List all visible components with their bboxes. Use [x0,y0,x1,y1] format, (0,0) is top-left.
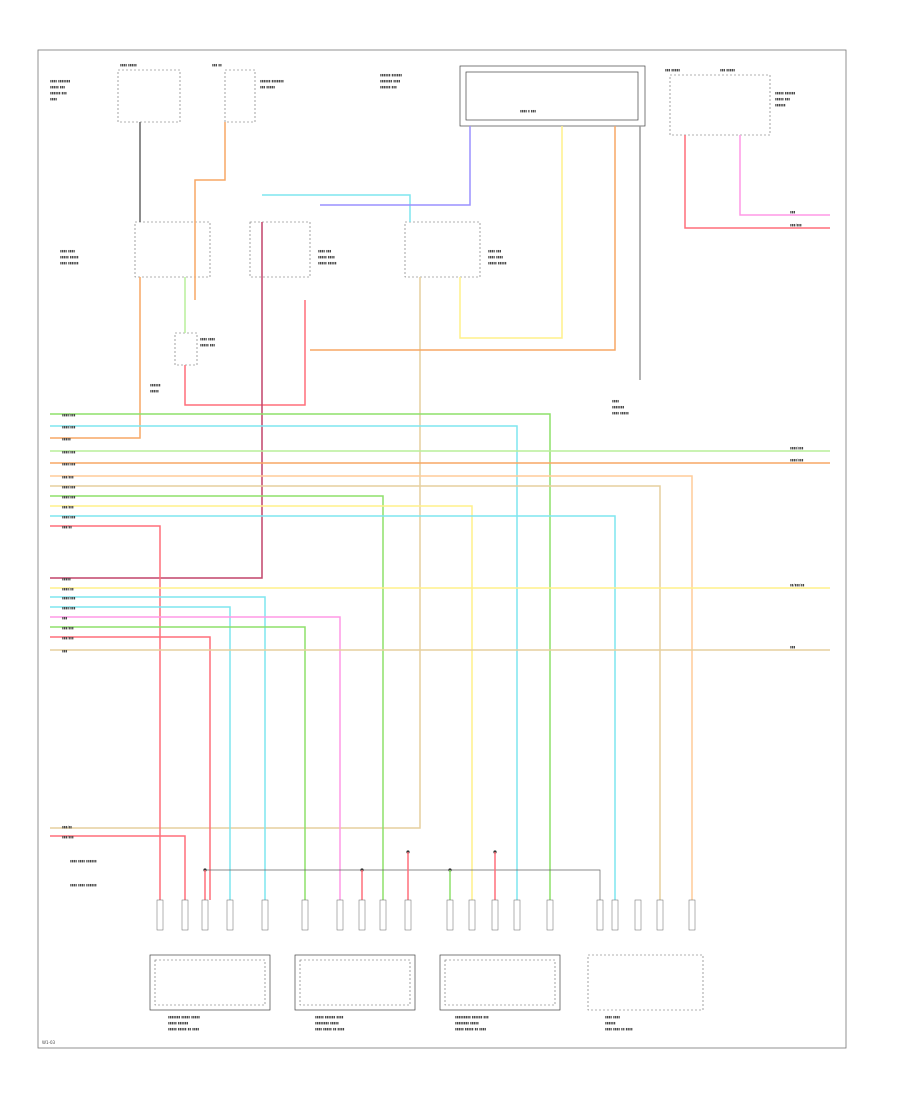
svg-text:▮▮▮ ▮▮▮▮▮: ▮▮▮ ▮▮▮▮▮ [720,68,735,72]
svg-text:▮▮▮▮▮▮: ▮▮▮▮▮▮ [150,383,161,387]
bus-labels-left: ▮▮▮▮/▮▮▮ ▮▮▮▮/▮▮▮ ▮▮▮▮▮ ▮▮▮▮/▮▮▮ ▮▮▮▮/▮▮… [62,413,76,839]
svg-text:▮▮▮▮/▮▮▮: ▮▮▮▮/▮▮▮ [790,458,804,462]
top-module-box: ▮▮▮▮▮▮ ▮▮▮▮▮▮ ▮▮▮▮▮▮▮ ▮▮▮▮ ▮▮▮▮▮▮ ▮▮▮ ▮▮… [380,65,646,127]
svg-text:▮▮▮▮/▮▮▮: ▮▮▮▮/▮▮▮ [62,425,76,429]
svg-text:▮▮▮▮ ▮▮▮▮▮▮▮: ▮▮▮▮ ▮▮▮▮▮▮▮ [50,79,71,83]
svg-text:▮▮▮: ▮▮▮ [62,649,68,653]
svg-text:▮▮▮▮: ▮▮▮▮ [612,399,619,403]
svg-text:▮▮▮ ▮▮: ▮▮▮ ▮▮ [212,63,222,67]
svg-text:▮▮▮▮▮▮▮▮ ▮▮▮▮▮: ▮▮▮▮▮▮▮▮ ▮▮▮▮▮ [455,1021,479,1025]
svg-text:▮▮▮▮▮ ▮▮▮: ▮▮▮▮▮ ▮▮▮ [200,343,215,347]
svg-text:▮▮▮▮▮ ▮▮▮▮▮▮: ▮▮▮▮▮ ▮▮▮▮▮▮ [775,91,796,95]
svg-text:▮▮▮▮ ▮▮▮▮▮: ▮▮▮▮ ▮▮▮▮▮ [120,63,137,67]
svg-text:▮▮▮▮/▮▮▮: ▮▮▮▮/▮▮▮ [62,450,76,454]
svg-text:▮▮▮▮ ▮▮▮▮ ▮▮ ▮▮▮▮: ▮▮▮▮ ▮▮▮▮ ▮▮ ▮▮▮▮ [605,1027,633,1031]
top-wires [50,122,830,829]
svg-text:▮▮▮▮▮ ▮▮▮▮▮ ▮▮ ▮▮▮▮: ▮▮▮▮▮ ▮▮▮▮▮ ▮▮ ▮▮▮▮ [455,1027,486,1031]
svg-text:▮▮▮▮/▮▮▮: ▮▮▮▮/▮▮▮ [62,596,76,600]
svg-text:▮▮▮▮ ▮▮▮▮: ▮▮▮▮ ▮▮▮▮ [60,249,75,253]
svg-text:▮▮▮▮▮: ▮▮▮▮▮ [62,577,71,581]
svg-text:▮▮▮: ▮▮▮ [790,210,796,214]
svg-text:▮▮▮/▮▮: ▮▮▮/▮▮ [62,825,72,829]
svg-text:▮▮▮▮▮ ▮▮▮▮▮ ▮▮ ▮▮▮▮: ▮▮▮▮▮ ▮▮▮▮▮ ▮▮ ▮▮▮▮ [168,1027,199,1031]
svg-text:▮▮▮▮▮: ▮▮▮▮▮ [150,389,159,393]
svg-text:▮▮▮▮▮▮▮ ▮▮▮▮: ▮▮▮▮▮▮▮ ▮▮▮▮ [380,79,401,83]
svg-text:▮▮▮▮▮▮▮ ▮▮▮▮▮ ▮▮▮▮▮: ▮▮▮▮▮▮▮ ▮▮▮▮▮ ▮▮▮▮▮ [168,1015,200,1019]
svg-text:▮▮▮▮/▮▮▮: ▮▮▮▮/▮▮▮ [62,485,76,489]
svg-text:▮▮▮▮ ▮▮▮▮: ▮▮▮▮ ▮▮▮▮ [200,337,215,341]
svg-text:▮▮▮▮/▮▮▮: ▮▮▮▮/▮▮▮ [62,495,76,499]
svg-text:▮▮▮▮/▮▮▮: ▮▮▮▮/▮▮▮ [62,462,76,466]
ground-right: ▮▮▮▮ ▮▮▮▮▮▮▮ ▮▮▮▮ ▮▮▮▮▮ [612,399,629,415]
svg-text:▮▮▮/▮▮: ▮▮▮/▮▮ [62,525,72,529]
bottom-module-2: ▮▮▮▮▮ ▮▮▮▮▮▮ ▮▮▮▮ ▮▮▮▮▮▮▮▮ ▮▮▮▮▮ ▮▮▮▮ ▮▮… [294,954,416,1031]
relay-center: ▮▮▮▮ ▮▮▮ ▮▮▮▮▮ ▮▮▮▮ ▮▮▮▮▮ ▮▮▮▮▮ [249,221,337,278]
svg-text:▮▮▮▮ ▮▮▮▮▮▮: ▮▮▮▮ ▮▮▮▮▮▮ [60,261,79,265]
svg-text:▮▮▮▮/▮▮▮: ▮▮▮▮/▮▮▮ [62,413,76,417]
svg-text:▮▮▮▮/▮▮▮: ▮▮▮▮/▮▮▮ [62,606,76,610]
svg-text:▮▮▮▮/▮▮▮: ▮▮▮▮/▮▮▮ [790,446,804,450]
svg-text:▮▮▮▮ ▮▮▮▮▮ ▮▮ ▮▮▮▮: ▮▮▮▮ ▮▮▮▮▮ ▮▮ ▮▮▮▮ [315,1027,345,1031]
svg-text:▮▮▮▮ ▮ ▮▮▮: ▮▮▮▮ ▮ ▮▮▮ [520,109,536,113]
svg-text:▮▮▮ ▮▮▮▮▮: ▮▮▮ ▮▮▮▮▮ [260,85,275,89]
small-switch-block: ▮▮▮▮ ▮▮▮▮ ▮▮▮▮▮ ▮▮▮ ▮▮▮▮▮▮ ▮▮▮▮▮ [150,332,215,393]
svg-text:▮▮▮▮▮▮▮▮▮ ▮▮▮▮▮▮ ▮▮▮: ▮▮▮▮▮▮▮▮▮ ▮▮▮▮▮▮ ▮▮▮ [455,1015,489,1019]
svg-text:▮▮▮▮▮ ▮▮▮▮▮▮ ▮▮▮▮: ▮▮▮▮▮ ▮▮▮▮▮▮ ▮▮▮▮ [315,1015,344,1019]
svg-text:▮▮▮▮ ▮▮▮▮▮: ▮▮▮▮ ▮▮▮▮▮ [612,411,629,415]
bottom-module-1: ▮▮▮▮▮▮▮ ▮▮▮▮▮ ▮▮▮▮▮ ▮▮▮▮▮ ▮▮▮▮▮▮ ▮▮▮▮▮ ▮… [149,954,271,1031]
svg-text:▮▮▮▮▮▮▮▮ ▮▮▮▮▮: ▮▮▮▮▮▮▮▮ ▮▮▮▮▮ [315,1021,339,1025]
svg-text:▮▮▮▮▮ ▮▮▮▮▮: ▮▮▮▮▮ ▮▮▮▮▮ [318,261,337,265]
connector-pins [156,899,696,931]
svg-text:▮▮▮▮▮: ▮▮▮▮▮ [62,437,71,441]
relay-left: ▮▮▮▮ ▮▮▮▮ ▮▮▮▮▮ ▮▮▮▮▮ ▮▮▮▮ ▮▮▮▮▮▮ [60,221,211,278]
svg-text:▮▮▮/▮▮▮: ▮▮▮/▮▮▮ [62,835,74,839]
svg-text:▮▮▮▮▮ ▮▮▮▮: ▮▮▮▮▮ ▮▮▮▮ [318,255,335,259]
diagram-frame [37,49,847,1049]
svg-text:▮▮▮: ▮▮▮ [62,616,68,620]
svg-text:▮▮▮▮▮ ▮▮▮▮▮: ▮▮▮▮▮ ▮▮▮▮▮ [488,261,507,265]
relay-right: ▮▮▮▮ ▮▮▮ ▮▮▮▮ ▮▮▮▮ ▮▮▮▮▮ ▮▮▮▮▮ [404,221,507,278]
svg-text:▮▮▮▮▮▮▮: ▮▮▮▮▮▮▮ [612,405,625,409]
svg-text:▮▮▮/▮▮▮: ▮▮▮/▮▮▮ [62,475,74,479]
top-fuse-block-left: ▮▮▮▮ ▮▮▮▮▮▮▮ ▮▮▮▮▮ ▮▮▮ ▮▮▮▮▮▮ ▮▮▮ ▮▮▮▮ ▮… [50,63,181,123]
svg-text:▮▮▮▮▮ ▮▮▮: ▮▮▮▮▮ ▮▮▮ [775,97,790,101]
svg-text:▮▮▮▮▮▮: ▮▮▮▮▮▮ [775,103,786,107]
svg-text:▮▮▮▮/▮▮: ▮▮▮▮/▮▮ [62,587,74,591]
svg-text:▮▮▮▮: ▮▮▮▮ [50,97,57,101]
svg-text:▮▮▮▮▮ ▮▮▮▮▮: ▮▮▮▮▮ ▮▮▮▮▮ [60,255,79,259]
svg-text:▮▮▮/▮▮▮: ▮▮▮/▮▮▮ [62,626,74,630]
bus-labels-right: ▮▮▮▮/▮▮▮ ▮▮▮▮/▮▮▮ ▮▮/▮▮▮/▮▮ ▮▮▮ ▮▮▮/▮▮▮ … [790,210,805,649]
svg-text:▮▮▮▮▮▮ ▮▮▮▮▮▮: ▮▮▮▮▮▮ ▮▮▮▮▮▮ [380,73,402,77]
svg-text:▮▮▮▮/▮▮▮: ▮▮▮▮/▮▮▮ [62,515,76,519]
svg-text:▮▮▮ ▮▮▮▮▮: ▮▮▮ ▮▮▮▮▮ [665,68,680,72]
svg-text:▮▮/▮▮▮/▮▮: ▮▮/▮▮▮/▮▮ [790,583,805,587]
top-fuse-block-center: ▮▮▮▮▮▮ ▮▮▮▮▮▮▮ ▮▮▮ ▮▮▮▮▮ ▮▮▮ ▮▮ [212,63,284,123]
svg-text:▮▮▮: ▮▮▮ [790,645,796,649]
top-fuse-block-right: ▮▮▮ ▮▮▮▮▮ ▮▮▮ ▮▮▮▮▮ ▮▮▮▮▮ ▮▮▮▮▮▮ ▮▮▮▮▮ ▮… [665,68,796,136]
ground-splice-line: ▮▮▮▮ ▮▮▮▮ ▮▮▮▮▮▮ ▮▮▮▮ ▮▮▮▮ ▮▮▮▮▮▮ [70,850,601,900]
svg-text:▮▮▮▮ ▮▮▮▮: ▮▮▮▮ ▮▮▮▮ [605,1015,620,1019]
svg-text:▮▮▮▮ ▮▮▮: ▮▮▮▮ ▮▮▮ [488,249,502,253]
svg-text:▮▮▮▮ ▮▮▮▮: ▮▮▮▮ ▮▮▮▮ [488,255,503,259]
svg-text:▮▮▮▮▮ ▮▮▮▮▮▮: ▮▮▮▮▮ ▮▮▮▮▮▮ [168,1021,189,1025]
bus-lines [50,413,830,900]
svg-text:▮▮▮▮ ▮▮▮▮ ▮▮▮▮▮▮: ▮▮▮▮ ▮▮▮▮ ▮▮▮▮▮▮ [70,859,97,863]
svg-text:▮▮▮▮ ▮▮▮▮ ▮▮▮▮▮▮: ▮▮▮▮ ▮▮▮▮ ▮▮▮▮▮▮ [70,883,97,887]
svg-text:▮▮▮▮ ▮▮▮: ▮▮▮▮ ▮▮▮ [318,249,332,253]
svg-text:▮▮▮▮▮▮ ▮▮▮: ▮▮▮▮▮▮ ▮▮▮ [380,85,397,89]
svg-text:▮▮▮/▮▮▮: ▮▮▮/▮▮▮ [790,223,802,227]
svg-text:▮▮▮▮▮ ▮▮▮: ▮▮▮▮▮ ▮▮▮ [50,85,65,89]
svg-text:▮▮▮▮▮▮: ▮▮▮▮▮▮ [605,1021,616,1025]
svg-text:▮▮▮▮▮▮ ▮▮▮▮▮▮▮: ▮▮▮▮▮▮ ▮▮▮▮▮▮▮ [260,79,284,83]
svg-text:▮▮▮/▮▮▮: ▮▮▮/▮▮▮ [62,636,74,640]
bottom-module-4: ▮▮▮▮ ▮▮▮▮ ▮▮▮▮▮▮ ▮▮▮▮ ▮▮▮▮ ▮▮ ▮▮▮▮ [587,954,704,1031]
svg-text:▮▮▮▮▮▮ ▮▮▮: ▮▮▮▮▮▮ ▮▮▮ [50,91,67,95]
bottom-module-3: ▮▮▮▮▮▮▮▮▮ ▮▮▮▮▮▮ ▮▮▮ ▮▮▮▮▮▮▮▮ ▮▮▮▮▮ ▮▮▮▮… [439,954,561,1031]
diagram-footer-code: W1-03 [42,1040,55,1045]
svg-text:▮▮▮/▮▮▮: ▮▮▮/▮▮▮ [62,505,74,509]
